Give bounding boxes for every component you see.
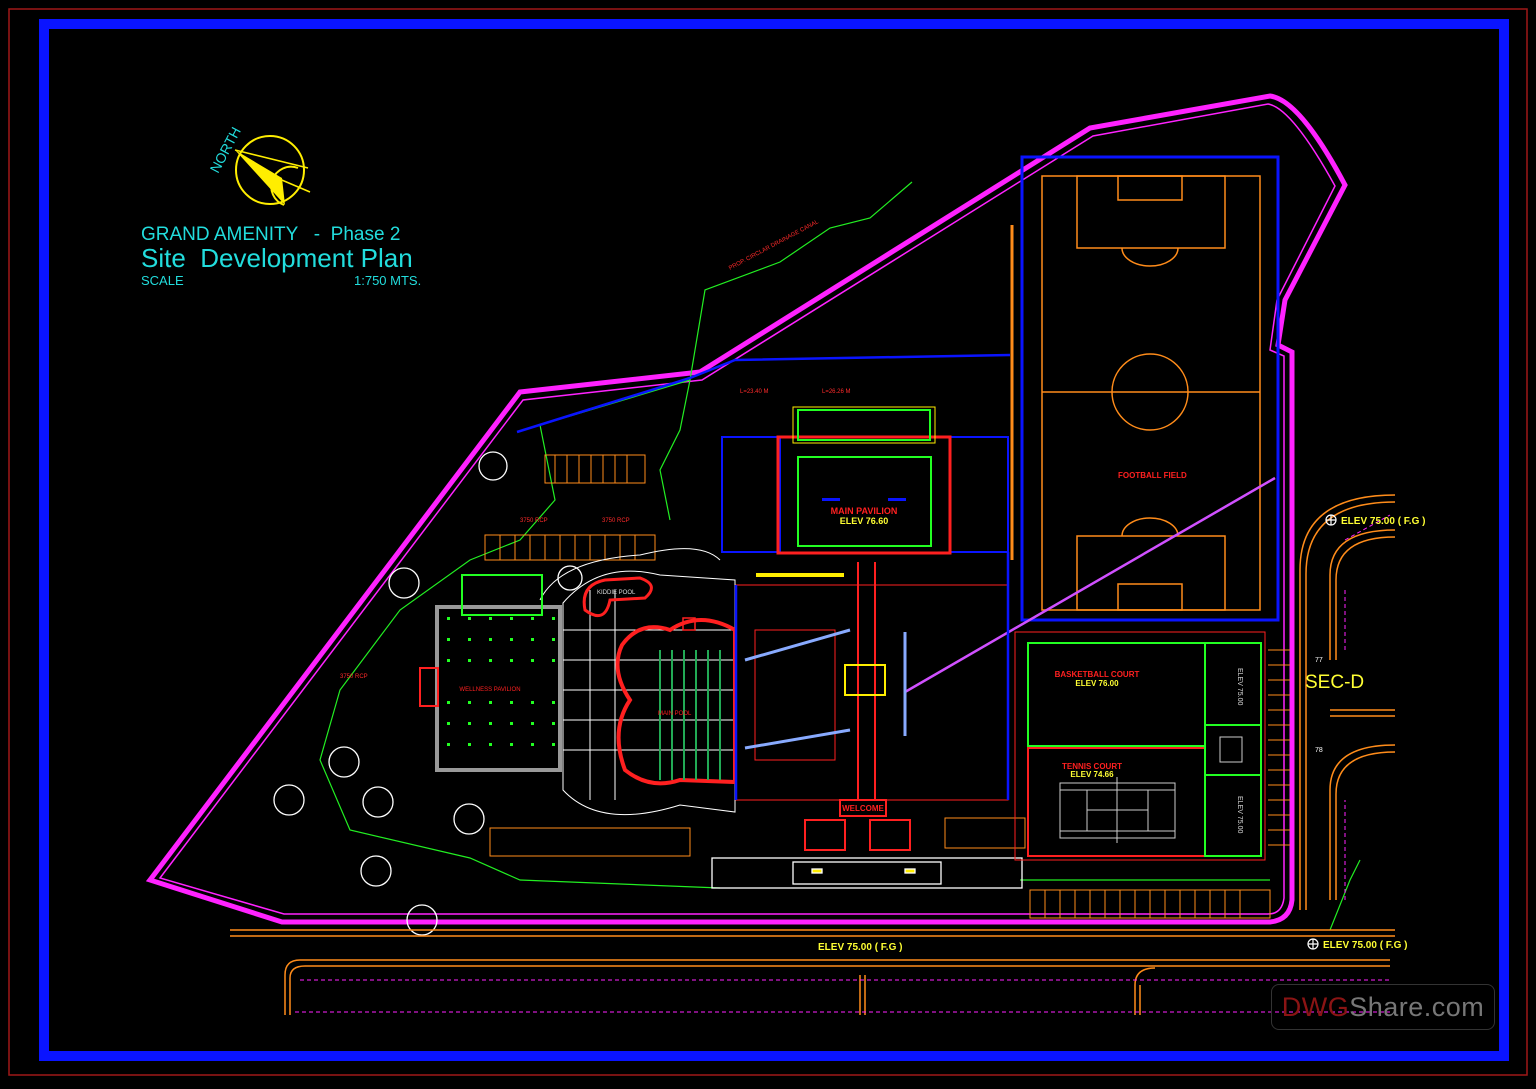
column-marker [552,638,555,641]
wellness-pavilion-label: WELLNESS PAVILION [459,687,520,693]
column-marker [489,617,492,620]
north-label: NORTH [207,124,244,175]
column-marker [447,701,450,704]
kiddie-pool [582,576,653,618]
outer-sheet-border [8,8,1528,1076]
pool-deck [539,548,736,816]
column-marker [468,743,471,746]
roads [230,494,1396,1015]
main-pool [615,618,737,786]
column-marker [510,638,513,641]
column-marker [510,701,513,704]
basketball-court-elev: ELEV 76.00 [1075,679,1119,688]
site-walls [516,353,1011,800]
column-marker [489,743,492,746]
drawing-title: Site Development Plan [141,243,413,273]
lot-78: 78 [1315,747,1323,754]
sector-label: SEC-D [1305,672,1364,693]
grade-elev-south: ELEV 75.00 ( F.G ) [818,942,902,953]
column-marker [489,701,492,704]
column-marker [531,638,534,641]
column-marker [552,617,555,620]
wellness-column-grid [447,617,555,746]
north-arrow-icon [234,135,311,206]
column-marker [510,743,513,746]
basketball-court-label: BASKETBALL COURT [1055,670,1140,679]
road-hatching [1268,649,1290,846]
column-marker [468,659,471,662]
column-marker [447,617,450,620]
football-field [1010,155,1280,622]
column-marker [510,617,513,620]
sports-courts [1014,631,1266,861]
column-marker [468,722,471,725]
column-marker [447,743,450,746]
sewer-line [904,476,1276,694]
column-marker [510,722,513,725]
benchmark-icon [1325,514,1337,526]
watermark-share: Share.com [1349,992,1485,1022]
main-pavilion-elev: ELEV 76.60 [840,516,889,526]
column-marker [447,638,450,641]
pool-filter-room [682,617,696,631]
main-pavilion [721,406,1009,555]
column-marker [468,617,471,620]
grade-elev-southeast: ELEV 75.00 ( F.G ) [1323,940,1407,951]
lot-77: 77 [1315,657,1323,664]
column-marker [531,701,534,704]
parking-areas [484,454,1271,919]
svg-text:3750 RCP: 3750 RCP [340,674,368,680]
main-pool-label: MAIN POOL [658,711,692,717]
column-marker [531,617,534,620]
football-field-label: FOOTBALL FIELD [1118,471,1187,480]
column-marker [531,743,534,746]
column-marker [489,722,492,725]
dwgshare-watermark: DWGShare.com [1271,984,1495,1030]
grade-elev-east: ELEV 75.00 ( F.G ) [1341,516,1425,527]
central-plaza [735,562,1009,801]
drainage-lines [319,181,1361,931]
tennis-court-label: TENNIS COURT [1062,762,1122,771]
column-marker [552,659,555,662]
kiddie-pool-label: KIDDIE POOL [597,590,636,596]
side-court-2-elev: ELEV 75.00 [1236,796,1243,833]
welcome-label: WELCOME [842,804,884,813]
welcome-building [804,799,1026,851]
svg-text:L=23.40 M: L=23.40 M [740,389,769,395]
column-marker [552,722,555,725]
column-marker [468,701,471,704]
benchmark-icon [1307,938,1319,950]
column-marker [531,722,534,725]
trees [273,451,583,936]
entry-drive [711,857,1023,889]
property-boundary [145,93,1348,925]
column-marker [531,659,534,662]
watermark-dwg: DWG [1281,992,1350,1022]
column-marker [489,638,492,641]
column-marker [552,743,555,746]
wellness-pavilion [419,574,562,772]
column-marker [447,722,450,725]
column-marker [510,659,513,662]
scale-label: SCALE [141,273,184,288]
road-edge-dashed [295,514,1391,1013]
svg-text:3750 RCP: 3750 RCP [602,518,630,524]
column-marker [468,638,471,641]
svg-text:3750 RCP: 3750 RCP [520,518,548,524]
svg-text:L=26.26 M: L=26.26 M [822,389,851,395]
column-marker [489,659,492,662]
tennis-court-elev: ELEV 74.66 [1070,770,1114,779]
main-pavilion-label: MAIN PAVILION [831,506,898,516]
column-marker [447,659,450,662]
side-court-1-elev: ELEV 75.00 [1236,668,1243,705]
drawing-frame [39,19,1509,1061]
column-marker [552,701,555,704]
scale-value: 1:750 MTS. [354,273,421,288]
project-name: GRAND AMENITY - Phase 2 [141,224,400,245]
